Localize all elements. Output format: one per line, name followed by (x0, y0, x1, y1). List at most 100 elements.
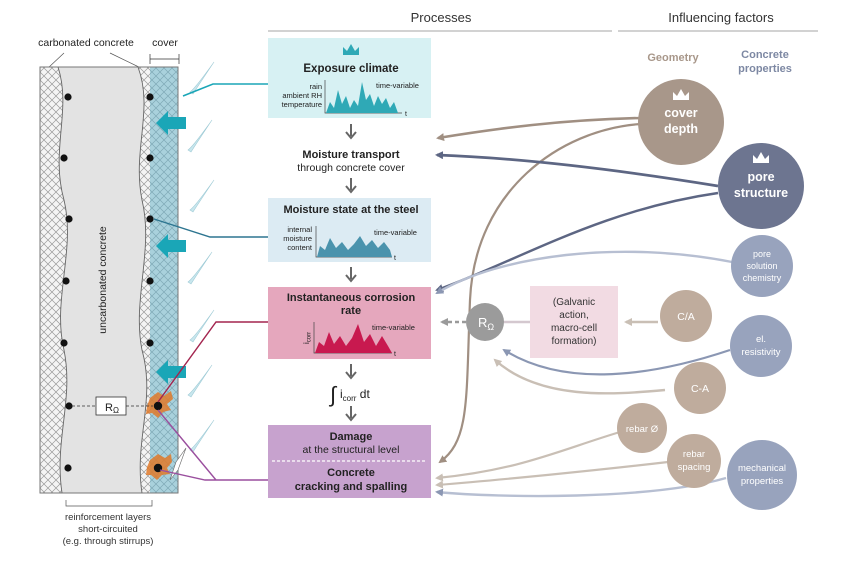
ca-area-label: C-A (691, 383, 709, 395)
exposure-ylabel-3: temperature (282, 100, 322, 109)
uncarbonated-concrete-label: uncarbonated concrete (97, 226, 109, 334)
flow-arrow-1 (345, 124, 357, 140)
ca-area-circle (674, 362, 726, 414)
pore-structure-line1: pore (747, 170, 774, 184)
carbonated-concrete-label: carbonated concrete (38, 37, 134, 49)
exposure-ylabel-2: ambient RH (282, 91, 322, 100)
headers: Processes Influencing factors Geometry C… (268, 10, 818, 75)
exposure-t-label: t (405, 111, 407, 118)
rebar-left-3 (65, 215, 73, 223)
section-outline (39, 66, 179, 494)
rebar-spacing-line2: spacing (678, 462, 711, 473)
exposure-climate-title: Exposure climate (303, 63, 398, 75)
moisture-transport-title: Moisture transport (302, 149, 400, 161)
moisture-ylabel-2: moisture (283, 234, 312, 243)
el-resistivity-line1: el. (756, 334, 766, 345)
mechanical-line1: mechanical (738, 463, 786, 474)
footnote-line2: short-circuited (78, 524, 138, 535)
rebar-diameter-circle (617, 403, 667, 453)
footnote-line3: (e.g. through stirrups) (63, 536, 154, 547)
rebar-right-2 (146, 154, 154, 162)
rebar-spacing-line1: rebar (683, 449, 705, 460)
rebar-left-7 (64, 464, 72, 472)
concrete-cracking-title-line2: cracking and spalling (295, 481, 407, 493)
moisture-transport-subtitle: through concrete cover (297, 162, 405, 174)
corrosion-t-label: t (394, 351, 396, 358)
rebar-right-1 (146, 93, 154, 101)
corrosion-rate-title-line2: rate (341, 305, 361, 317)
connector-damage (157, 409, 268, 481)
concrete-cracking-title-line1: Concrete (327, 467, 375, 479)
cover-label: cover (152, 37, 178, 49)
process-column: Exposure climate rain ambient RH tempera… (268, 38, 431, 498)
rebar-left-1 (64, 93, 72, 101)
integral-expression: icorr dt (340, 387, 370, 403)
resistance-box (95, 396, 127, 416)
cover-depth-circle (638, 79, 724, 165)
moisture-ylabel-3: content (287, 243, 313, 252)
corrosion-time-note: time-variable (372, 323, 415, 332)
arrow-diameter-to-damage (435, 430, 621, 482)
galvanic-line2: action, (559, 310, 588, 321)
moisture-ylabel-1: internal (287, 225, 312, 234)
corrosion-rate-title-line1: Instantaneous corrosion (287, 292, 416, 304)
arrow-spacing-to-damage (435, 460, 669, 489)
arrow-cover-to-transport (436, 116, 641, 141)
damage-title: Damage (330, 431, 373, 443)
icorr-axis-label: icorr (302, 332, 313, 344)
resistance-label: RΩ (105, 402, 119, 415)
r-omega-circle (466, 303, 504, 341)
el-resistivity-line2: resistivity (741, 347, 780, 358)
pore-solution-line3: chemistry (743, 273, 782, 283)
el-resistivity-circle (730, 315, 792, 377)
influencing-factors-header: Influencing factors (668, 10, 774, 25)
r-omega-label: RΩ (478, 315, 494, 332)
flow-arrow-2 (345, 178, 357, 194)
rebar-diameter-label: rebar Ø (626, 424, 659, 435)
flow-arrow-4 (345, 364, 357, 380)
galvanic-line4: formation) (551, 336, 596, 347)
arrow-ca-to-r (493, 358, 666, 395)
cover-depth-line2: depth (664, 122, 698, 136)
rebar-left-5 (60, 339, 68, 347)
moisture-plot-area (317, 236, 392, 257)
processes-header: Processes (411, 10, 472, 25)
arrow-resistivity-to-r (502, 348, 731, 376)
connector-corrosion (157, 321, 268, 403)
footnote-bracket (65, 500, 153, 507)
rebar-spacing-circle (667, 434, 721, 488)
flow-arrow-5 (345, 406, 357, 422)
concrete-properties-header-line2: properties (738, 63, 792, 75)
rebar-corroding-1 (153, 401, 163, 411)
cover-zone (150, 67, 178, 493)
connector-moisture-state (153, 218, 268, 238)
footnote-line1: reinforcement layers (65, 512, 151, 523)
rain-drops (187, 61, 215, 453)
rebar-left-4 (62, 277, 70, 285)
carbonation-front-right (137, 66, 148, 494)
rebar-left-2 (60, 154, 68, 162)
pore-structure-circle (718, 143, 804, 229)
arrow-pore-to-transport (435, 151, 719, 188)
arrow-solution-to-corrosion (435, 250, 733, 295)
rebar-dots (60, 93, 154, 472)
connector-exposure (182, 83, 268, 97)
concrete-properties-header-line1: Concrete (741, 49, 789, 61)
exposure-ylabel-1: rain (309, 82, 322, 91)
pore-solution-line2: solution (746, 261, 777, 271)
moisture-state-title: Moisture state at the steel (283, 204, 418, 216)
flow-arrow-3 (345, 267, 357, 283)
arrow-pore-to-corrosion (435, 191, 719, 292)
exposure-time-note: time-variable (376, 81, 419, 90)
moisture-time-note: time-variable (374, 228, 417, 237)
cover-depth-line1: cover (664, 106, 697, 120)
uncarbonated-core (58, 67, 147, 493)
pore-structure-line2: structure (734, 186, 788, 200)
rebar-corroding-2 (153, 463, 163, 473)
mechanical-line2: properties (741, 476, 783, 487)
moisture-arrow-3 (156, 360, 186, 384)
rebar-right-4 (146, 277, 154, 285)
galvanic-line1: (Galvanic (553, 297, 595, 308)
galvanic-group: RΩ (Galvanic action, macro-cell formatio… (466, 286, 618, 358)
cover-dimension-line (149, 54, 180, 64)
